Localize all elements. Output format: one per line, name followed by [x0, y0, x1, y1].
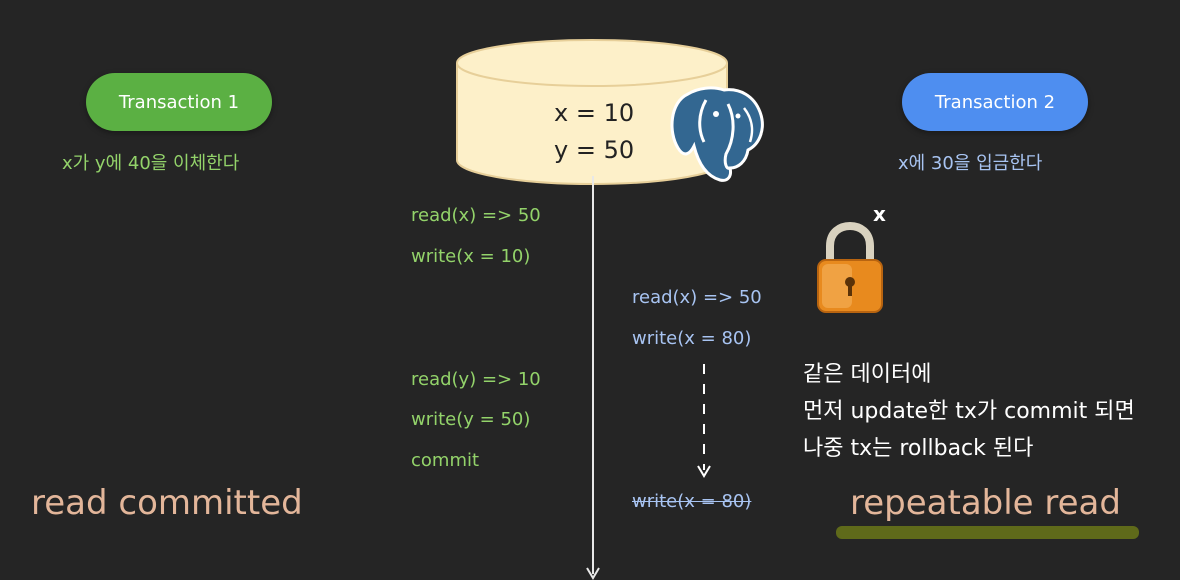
- t1-op-commit: commit: [411, 450, 480, 471]
- isolation-highlight: [836, 526, 1139, 539]
- postgresql-elephant-icon: [670, 86, 764, 182]
- transaction-2-badge: Transaction 2: [902, 73, 1088, 131]
- t1-op-read-y: read(y) => 10: [411, 369, 541, 390]
- timeline-arrow: [586, 176, 600, 580]
- note-line-3: 나중 tx는 rollback 된다: [803, 436, 1034, 461]
- isolation-level-right: repeatable read: [850, 483, 1121, 523]
- database-value-y: y = 50: [554, 136, 635, 164]
- database-cylinder: [456, 39, 728, 185]
- t1-op-write-x: write(x = 10): [411, 246, 531, 267]
- t2-op-read-x: read(x) => 50: [632, 287, 762, 308]
- padlock-icon: [817, 221, 883, 313]
- note-line-2: 먼저 update한 tx가 commit 되면: [803, 399, 1135, 424]
- t1-op-write-y: write(y = 50): [411, 409, 531, 430]
- isolation-level-left: read committed: [31, 483, 303, 523]
- transaction-1-badge: Transaction 1: [86, 73, 272, 131]
- note-line-1: 같은 데이터에: [803, 362, 932, 387]
- rollback-dashed-arrow: [697, 364, 711, 478]
- database-value-x: x = 10: [554, 99, 635, 127]
- lock-label: x: [873, 202, 886, 226]
- transaction-2-description: x에 30을 입금한다: [898, 153, 1043, 174]
- t2-op-write-x: write(x = 80): [632, 328, 752, 349]
- t1-op-read-x: read(x) => 50: [411, 205, 541, 226]
- t2-op-rolled-back: write(x = 80): [632, 491, 752, 512]
- transaction-1-description: x가 y에 40을 이체한다: [62, 153, 240, 174]
